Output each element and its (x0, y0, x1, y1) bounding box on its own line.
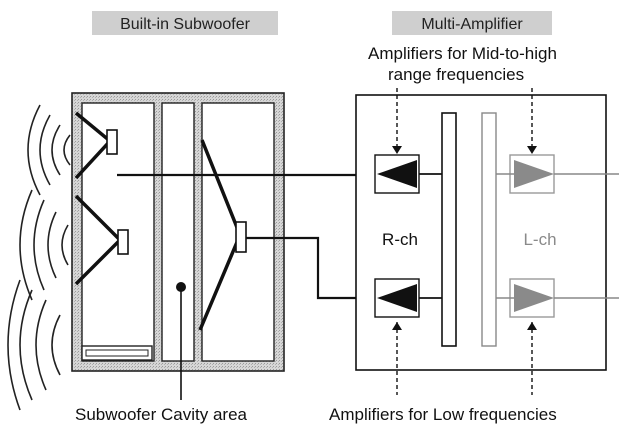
r-low-amplifier (374, 278, 420, 318)
sound-waves-icon (7, 104, 71, 411)
low-frequency-label: Amplifiers for Low frequencies (329, 405, 557, 424)
mid-high-label-line2: range frequencies (388, 65, 524, 84)
l-channel-label: L-ch (523, 230, 556, 249)
tweeter-magnet (106, 129, 118, 155)
cavity-label: Subwoofer Cavity area (75, 405, 248, 424)
subwoofer-title-label: Built-in Subwoofer (92, 11, 278, 35)
r-channel-bus (441, 112, 457, 347)
driver-magnets (106, 129, 247, 255)
l-mid-high-amplifier (509, 154, 555, 194)
mid-high-label-line1: Amplifiers for Mid-to-high (368, 44, 557, 63)
woofer-magnet (117, 229, 129, 255)
callout-arrowheads (392, 146, 537, 330)
l-channel-bus (481, 112, 497, 347)
subwoofer-title: Built-in Subwoofer (120, 16, 251, 33)
l-low-amplifier (509, 278, 555, 318)
callout-arrows (396, 88, 533, 395)
r-channel-label: R-ch (382, 230, 418, 249)
subwoofer-magnet (235, 221, 247, 253)
amplifier-title-label: Multi-Amplifier (392, 11, 552, 35)
cavity-pointer (176, 282, 186, 400)
amplifier-title: Multi-Amplifier (421, 16, 523, 33)
signal-wires (117, 173, 375, 300)
r-mid-high-amplifier (374, 154, 420, 194)
